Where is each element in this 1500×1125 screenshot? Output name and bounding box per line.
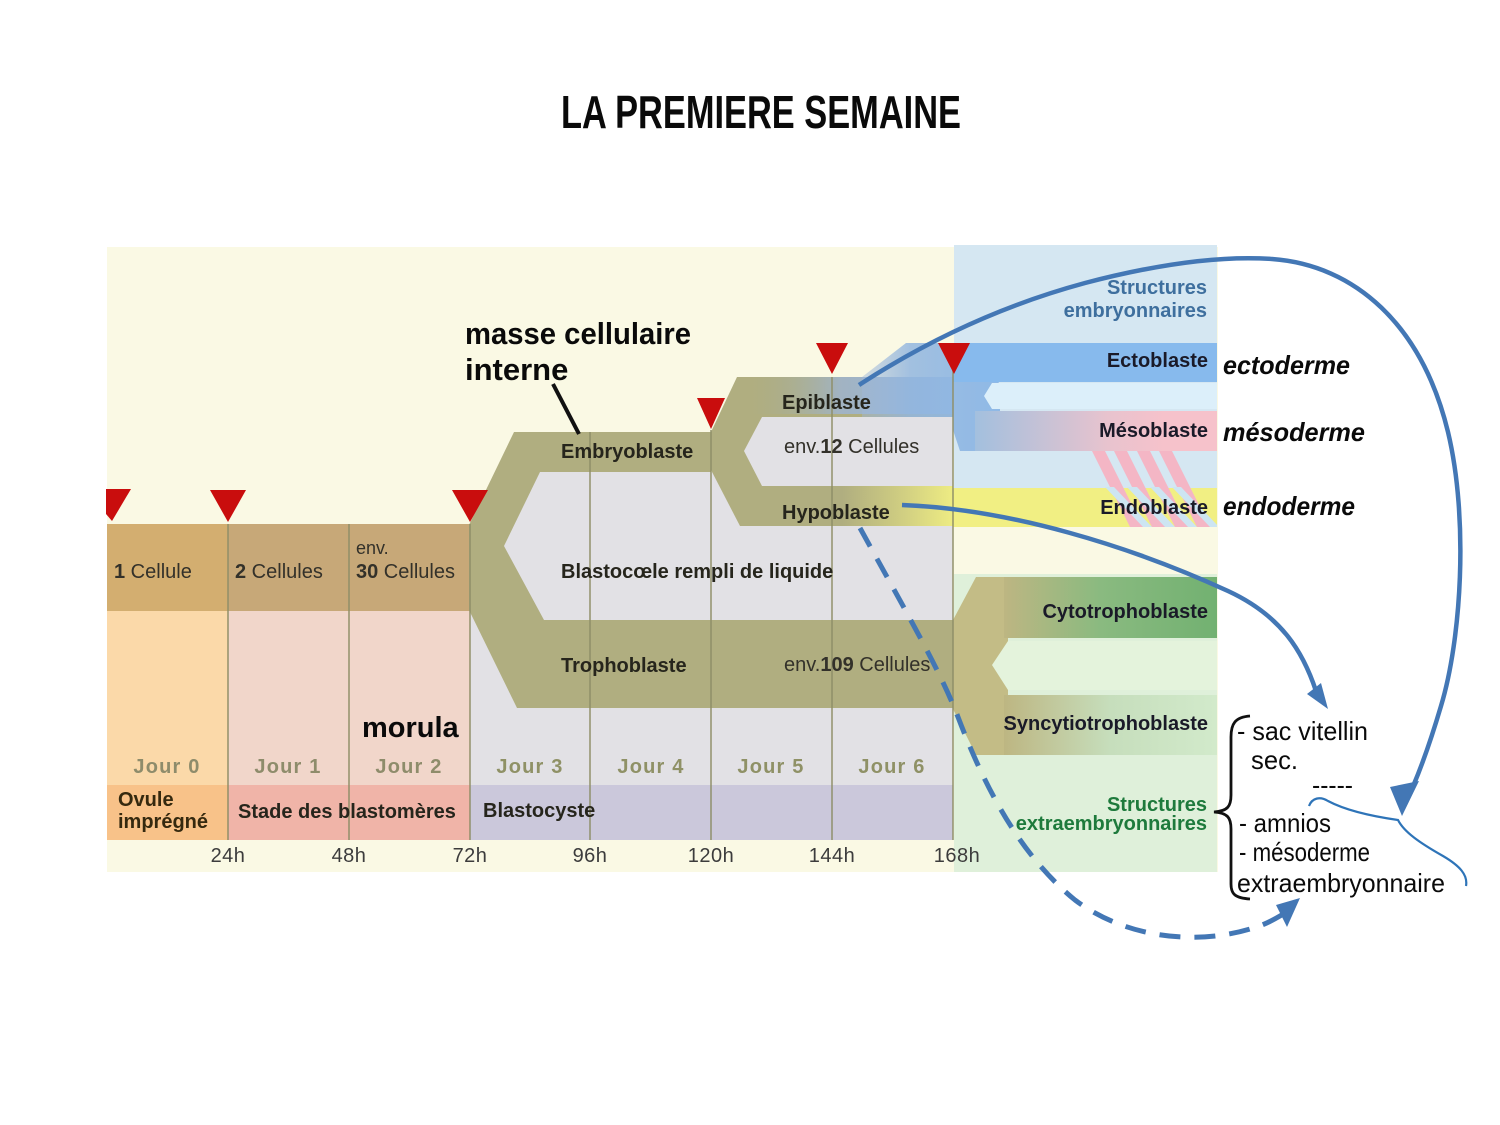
svg-text:30 Cellules: 30 Cellules xyxy=(356,561,455,583)
svg-text:extraembryonnaire: extraembryonnaire xyxy=(1237,868,1445,898)
svg-text:env.12 Cellules: env.12 Cellules xyxy=(784,436,919,458)
svg-text:masse cellulaire: masse cellulaire xyxy=(465,316,691,351)
svg-text:2 Cellules: 2 Cellules xyxy=(235,561,323,583)
svg-text:72h: 72h xyxy=(453,845,488,867)
svg-text:Jour 2: Jour 2 xyxy=(375,756,442,778)
svg-text:Jour 1: Jour 1 xyxy=(254,756,321,778)
svg-text:mésoderme: mésoderme xyxy=(1223,417,1365,447)
svg-text:24h: 24h xyxy=(211,845,246,867)
svg-text:1 Cellule: 1 Cellule xyxy=(114,561,192,583)
svg-text:endoderme: endoderme xyxy=(1223,491,1355,521)
svg-text:Stade des blastomères: Stade des blastomères xyxy=(238,801,456,823)
svg-text:sec.: sec. xyxy=(1251,745,1298,775)
svg-text:Endoblaste: Endoblaste xyxy=(1100,497,1208,519)
svg-text:Cytotrophoblaste: Cytotrophoblaste xyxy=(1042,601,1208,623)
svg-text:48h: 48h xyxy=(332,845,367,867)
svg-text:Jour 0: Jour 0 xyxy=(133,756,200,778)
svg-text:imprégné: imprégné xyxy=(118,811,208,833)
svg-text:Epiblaste: Epiblaste xyxy=(782,392,871,414)
svg-text:Blastocyste: Blastocyste xyxy=(483,800,595,822)
svg-text:120h: 120h xyxy=(688,845,735,867)
svg-text:-----: ----- xyxy=(1312,770,1353,800)
svg-text:96h: 96h xyxy=(573,845,608,867)
svg-text:Syncytiotrophoblaste: Syncytiotrophoblaste xyxy=(1004,713,1208,735)
svg-text:Jour 5: Jour 5 xyxy=(737,756,804,778)
svg-text:Hypoblaste: Hypoblaste xyxy=(782,502,890,524)
svg-text:LA PREMIERE SEMAINE: LA PREMIERE SEMAINE xyxy=(561,86,961,138)
svg-text:Structures: Structures xyxy=(1107,794,1207,816)
svg-text:Blastocœle rempli de liquide: Blastocœle rempli de liquide xyxy=(561,561,833,583)
svg-text:Ovule: Ovule xyxy=(118,789,174,811)
svg-text:- sac vitellin: - sac vitellin xyxy=(1237,716,1368,746)
svg-text:Mésoblaste: Mésoblaste xyxy=(1099,420,1208,442)
svg-text:Jour 3: Jour 3 xyxy=(496,756,563,778)
svg-text:interne: interne xyxy=(465,352,568,387)
svg-text:embryonnaires: embryonnaires xyxy=(1064,300,1207,322)
svg-text:Jour 6: Jour 6 xyxy=(858,756,925,778)
svg-text:Structures: Structures xyxy=(1107,277,1207,299)
svg-text:- mésoderme: - mésoderme xyxy=(1239,837,1370,867)
svg-text:168h: 168h xyxy=(934,845,981,867)
svg-text:Ectoblaste: Ectoblaste xyxy=(1107,350,1208,372)
svg-text:- amnios: - amnios xyxy=(1239,808,1331,838)
svg-text:extraembryonnaires: extraembryonnaires xyxy=(1016,813,1207,835)
svg-text:env.: env. xyxy=(356,538,389,558)
svg-text:144h: 144h xyxy=(809,845,856,867)
svg-text:Trophoblaste: Trophoblaste xyxy=(561,655,687,677)
svg-text:morula: morula xyxy=(362,712,460,744)
svg-text:ectoderme: ectoderme xyxy=(1223,350,1350,380)
svg-text:Embryoblaste: Embryoblaste xyxy=(561,441,693,463)
svg-text:Jour 4: Jour 4 xyxy=(617,756,684,778)
svg-text:env.109 Cellules: env.109 Cellules xyxy=(784,654,930,676)
